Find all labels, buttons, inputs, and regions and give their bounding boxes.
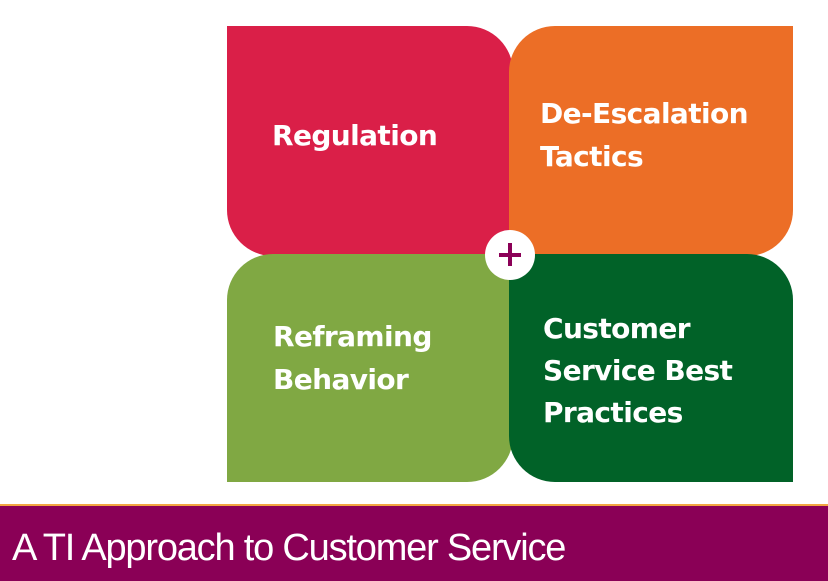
slide-title: A TI Approach to Customer Service [12, 527, 566, 569]
plus-icon [485, 230, 535, 280]
plus-icon-vertical-bar [508, 243, 512, 266]
quadrant-customer-service-best-practices: Customer Service Best Practices [509, 254, 793, 482]
quadrant-regulation: Regulation [227, 26, 513, 256]
quadrant-label: Regulation [272, 119, 438, 152]
quadrant-de-escalation-tactics: De-Escalation Tactics [509, 26, 793, 256]
title-banner: A TI Approach to Customer Service [0, 506, 828, 581]
quadrant-reframing-behavior: Reframing Behavior [227, 254, 513, 482]
quadrant-label: De-Escalation Tactics [540, 97, 749, 173]
banner-accent-line [0, 504, 828, 506]
quadrant-label: Reframing Behavior [273, 320, 432, 396]
quadrant-label: Customer Service Best Practices [543, 312, 733, 429]
